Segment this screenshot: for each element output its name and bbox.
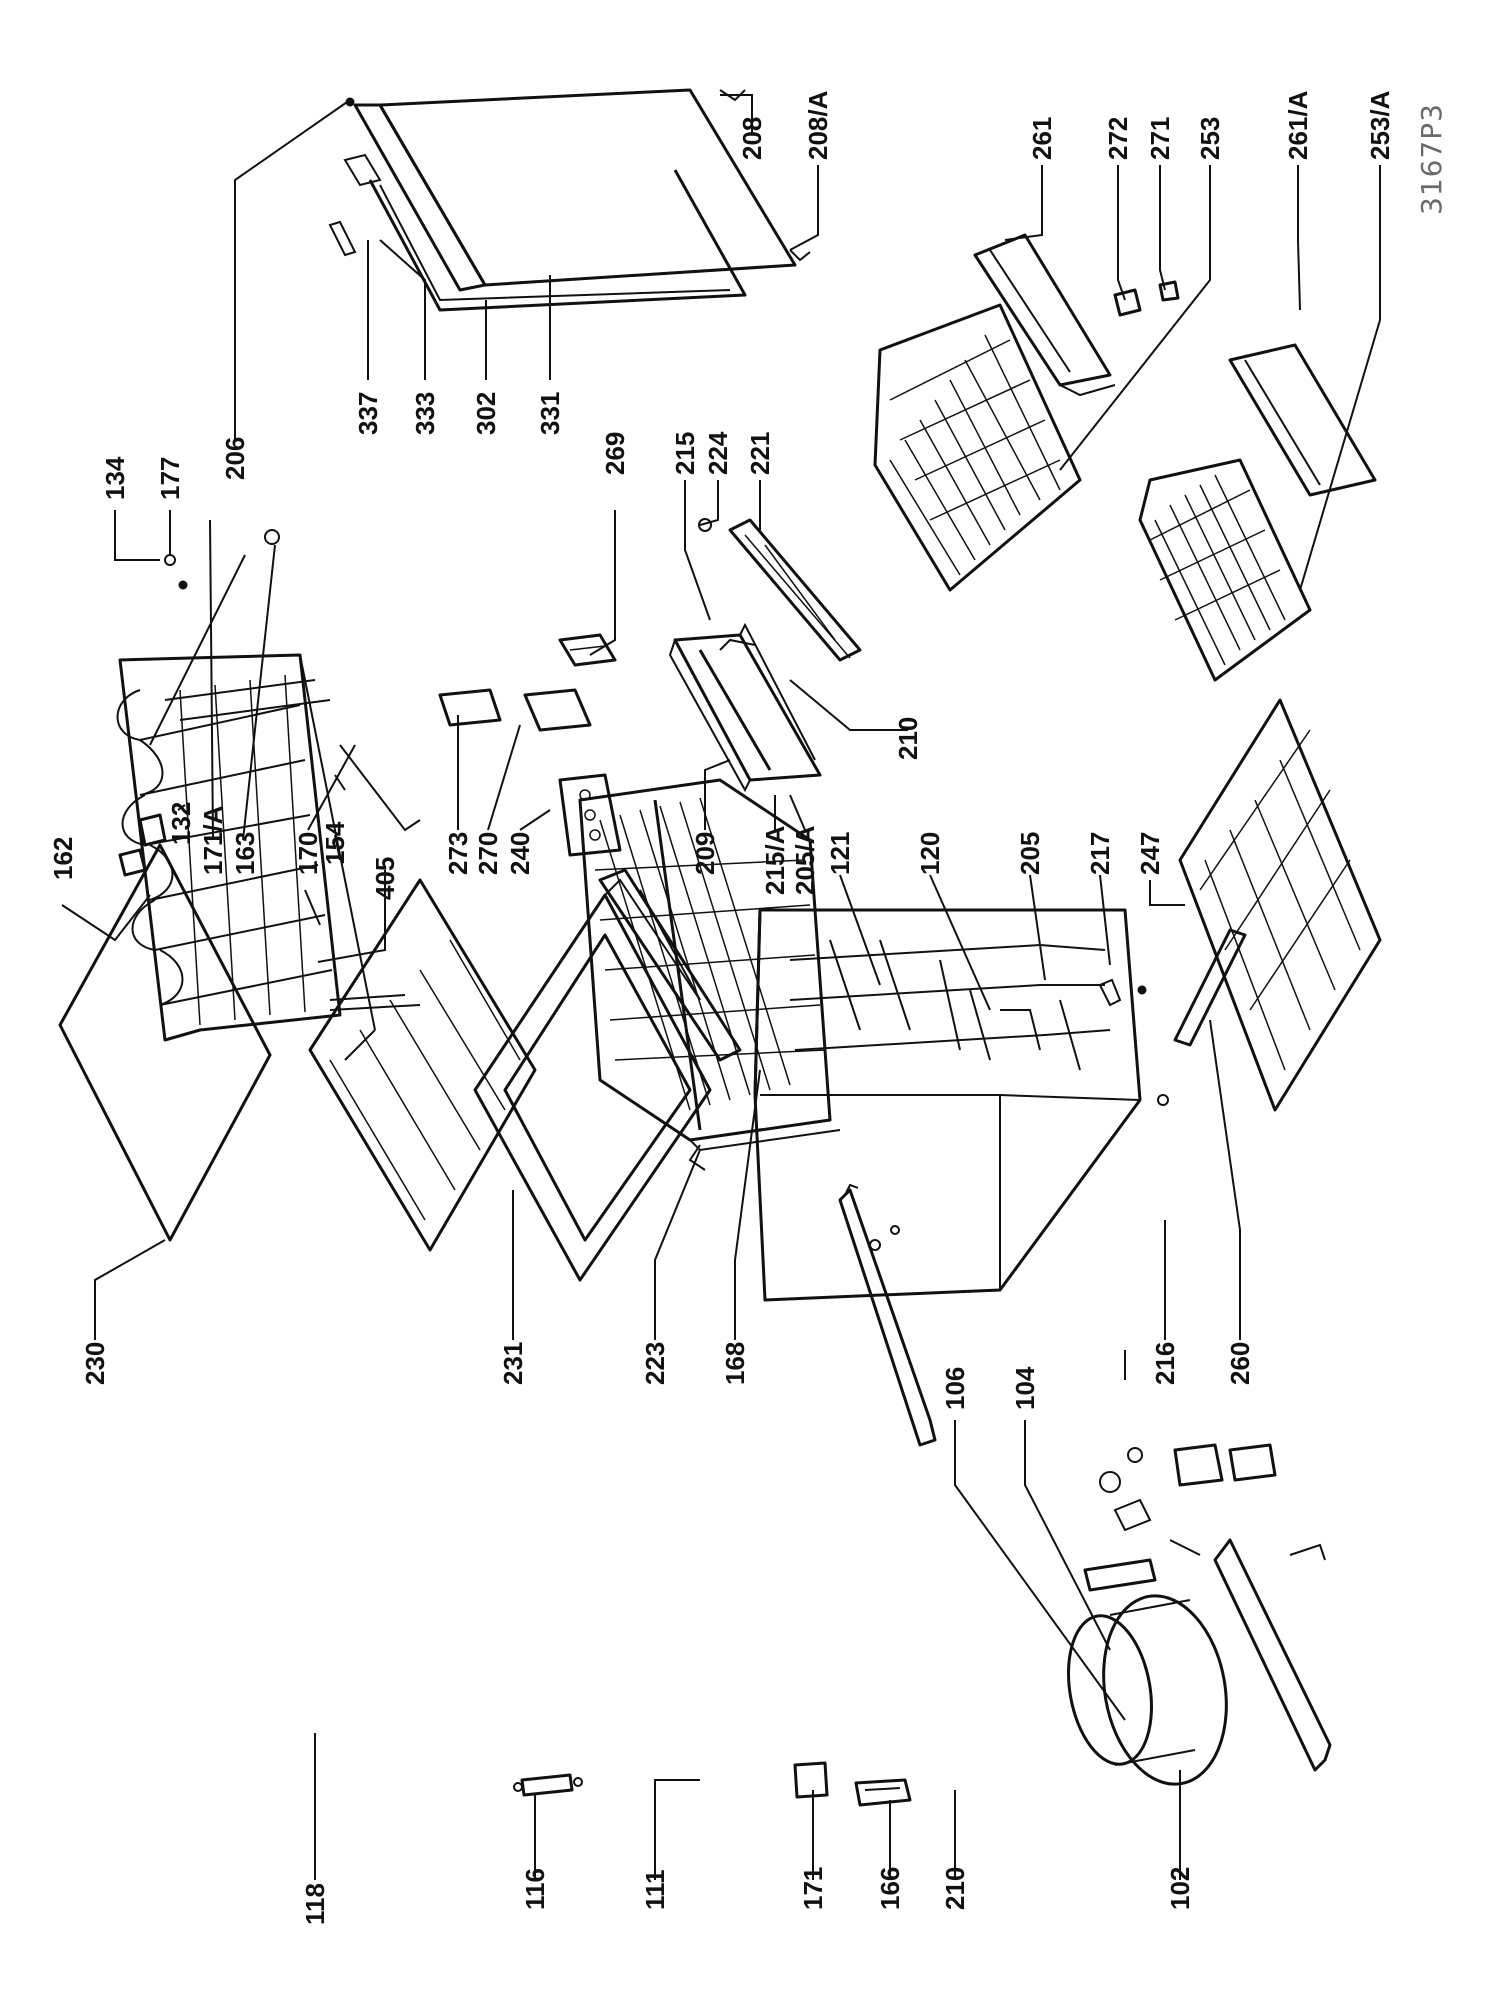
- callout-118: 118: [300, 1883, 330, 1925]
- cabinet-168: [753, 908, 1169, 1302]
- callout-154: 154: [320, 821, 350, 865]
- callout-162: 162: [48, 836, 78, 880]
- callout-331: 331: [535, 391, 565, 435]
- callout-120: 120: [915, 831, 945, 875]
- callout-302: 302: [471, 391, 501, 435]
- callout-240: 240: [505, 831, 535, 875]
- callout-253: 253: [1195, 116, 1225, 160]
- callout-116: 116: [520, 1868, 550, 1910]
- callout-210-bottom: 210: [940, 1866, 970, 1910]
- callout-273: 273: [443, 831, 473, 875]
- callout-132: 132: [166, 801, 196, 845]
- callout-171: 171: [798, 1866, 828, 1910]
- door-331: [328, 88, 811, 312]
- rail-221: [698, 518, 862, 662]
- glass-panel-230: [58, 843, 272, 1242]
- callout-272: 272: [1103, 116, 1133, 160]
- callout-261a: 261/A: [1283, 90, 1313, 160]
- callout-163: 163: [230, 831, 260, 875]
- drawing-code: 3167P3: [1415, 103, 1448, 215]
- callout-168: 168: [720, 1341, 750, 1385]
- callout-405: 405: [370, 856, 400, 900]
- callout-177: 177: [155, 456, 185, 500]
- callout-270: 270: [473, 831, 503, 875]
- callout-247: 247: [1135, 831, 1165, 875]
- callout-231: 231: [498, 1341, 528, 1385]
- callout-230: 230: [80, 1341, 110, 1385]
- small-trays: [438, 633, 622, 857]
- callout-337: 337: [353, 391, 383, 435]
- rail-223: [598, 868, 742, 1062]
- callout-216: 216: [1150, 1341, 1180, 1385]
- callout-170: 170: [293, 831, 323, 875]
- callout-215: 215: [670, 431, 700, 475]
- callout-166: 166: [875, 1866, 905, 1910]
- callout-221: 221: [745, 431, 775, 475]
- leader-lines: [61, 94, 1381, 1880]
- callout-106: 106: [940, 1366, 970, 1410]
- callout-269: 269: [600, 431, 630, 475]
- condenser-coil-118: [116, 653, 421, 1061]
- small-parts: [513, 1761, 912, 1807]
- basket-253: [873, 303, 1082, 592]
- callout-215a: 215/A: [760, 825, 790, 895]
- callout-208a: 208/A: [803, 90, 833, 160]
- cover-261A: [1228, 343, 1377, 497]
- parts-271-272: [1113, 280, 1180, 317]
- callout-261: 261: [1027, 116, 1057, 160]
- callout-134: 134: [100, 456, 130, 500]
- panel-405: [308, 878, 537, 1252]
- compressor-102: [1067, 1350, 1332, 1786]
- callout-217: 217: [1085, 831, 1115, 875]
- shelf-247: [1178, 698, 1382, 1112]
- bar-260: [1173, 928, 1247, 1047]
- bar-210: [838, 1183, 937, 1447]
- callout-210-top: 210: [893, 716, 923, 760]
- callout-121: 121: [825, 831, 855, 875]
- callout-224: 224: [703, 431, 733, 475]
- callout-333: 333: [410, 391, 440, 435]
- callout-209: 209: [690, 831, 720, 875]
- callout-111: 111: [640, 1869, 670, 1910]
- callout-253a: 253/A: [1365, 90, 1395, 160]
- parts-205-217: [1098, 978, 1147, 1007]
- thermostat-parts: [118, 529, 421, 926]
- callout-205a: 205/A: [790, 825, 820, 895]
- callout-104: 104: [1010, 1366, 1040, 1410]
- cover-261: [973, 233, 1116, 397]
- callout-102: 102: [1165, 1866, 1195, 1910]
- callout-205: 205: [1015, 831, 1045, 875]
- basket-253A: [1138, 458, 1312, 682]
- callout-206: 206: [220, 436, 250, 480]
- callout-208: 208: [737, 116, 767, 160]
- frame-231: [473, 878, 712, 1282]
- callout-223: 223: [640, 1341, 670, 1385]
- callout-260: 260: [1225, 1341, 1255, 1385]
- drawer-frame-215: [668, 622, 822, 793]
- callout-171a: 171/A: [198, 805, 228, 875]
- callout-271: 271: [1145, 116, 1175, 160]
